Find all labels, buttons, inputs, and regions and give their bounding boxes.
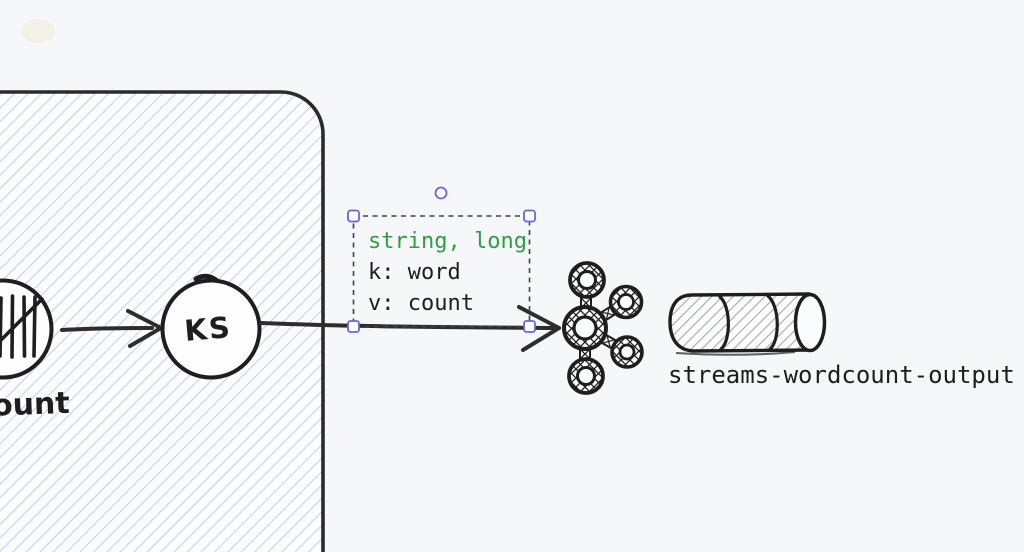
tally-marks-icon	[0, 294, 44, 359]
annotation-value-line[interactable]: v: count	[368, 291, 474, 316]
selection-handle-ne[interactable]	[523, 209, 536, 223]
selection-overlay	[347, 186, 536, 333]
source-node-caption[interactable]: ount	[0, 386, 70, 424]
selection-handle-se[interactable]	[523, 320, 536, 333]
annotation-type-line[interactable]: string, long	[368, 229, 527, 254]
processor-node[interactable]	[160, 273, 262, 380]
topic-cylinder-icon[interactable]	[668, 292, 827, 356]
pen-smudge	[21, 19, 55, 43]
edge-processor-to-broker[interactable]	[259, 305, 561, 352]
annotation-key-line[interactable]: k: word	[368, 260, 461, 285]
topic-label[interactable]: streams-wordcount-output	[668, 361, 1015, 389]
source-node[interactable]	[0, 278, 54, 380]
rotation-handle[interactable]	[434, 186, 448, 200]
selection-handle-nw[interactable]	[347, 209, 360, 223]
kafka-logo-icon[interactable]	[562, 261, 644, 395]
edge-source-to-processor[interactable]	[60, 309, 163, 348]
record-annotation[interactable]: string, long k: word v: count	[368, 229, 527, 316]
selection-handle-sw[interactable]	[347, 320, 360, 333]
processor-node-label[interactable]: KS	[183, 310, 233, 348]
